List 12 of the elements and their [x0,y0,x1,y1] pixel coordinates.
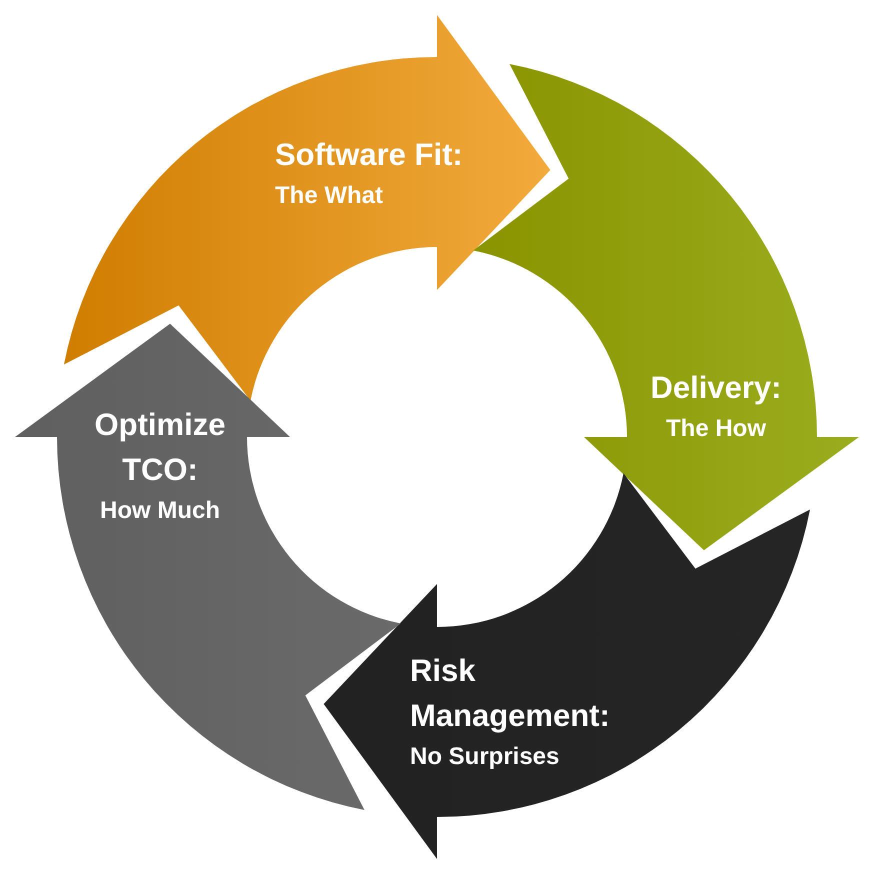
curved-arrow-segment [63,15,551,401]
segment-heading: Optimize TCO: [94,406,226,489]
curved-arrow-segment [323,473,811,859]
curved-arrow-segment [15,323,401,811]
curved-arrow-segment [473,63,859,551]
segment-heading: Risk Management: [410,652,611,735]
segment-subtitle: The What [275,181,384,211]
segment-subtitle: How Much [99,496,221,526]
segment-heading: Delivery: [650,369,782,407]
segment-heading: Software Fit: [275,136,464,174]
segment-subtitle: The How [665,414,767,444]
segment-subtitle: No Surprises [410,742,560,772]
